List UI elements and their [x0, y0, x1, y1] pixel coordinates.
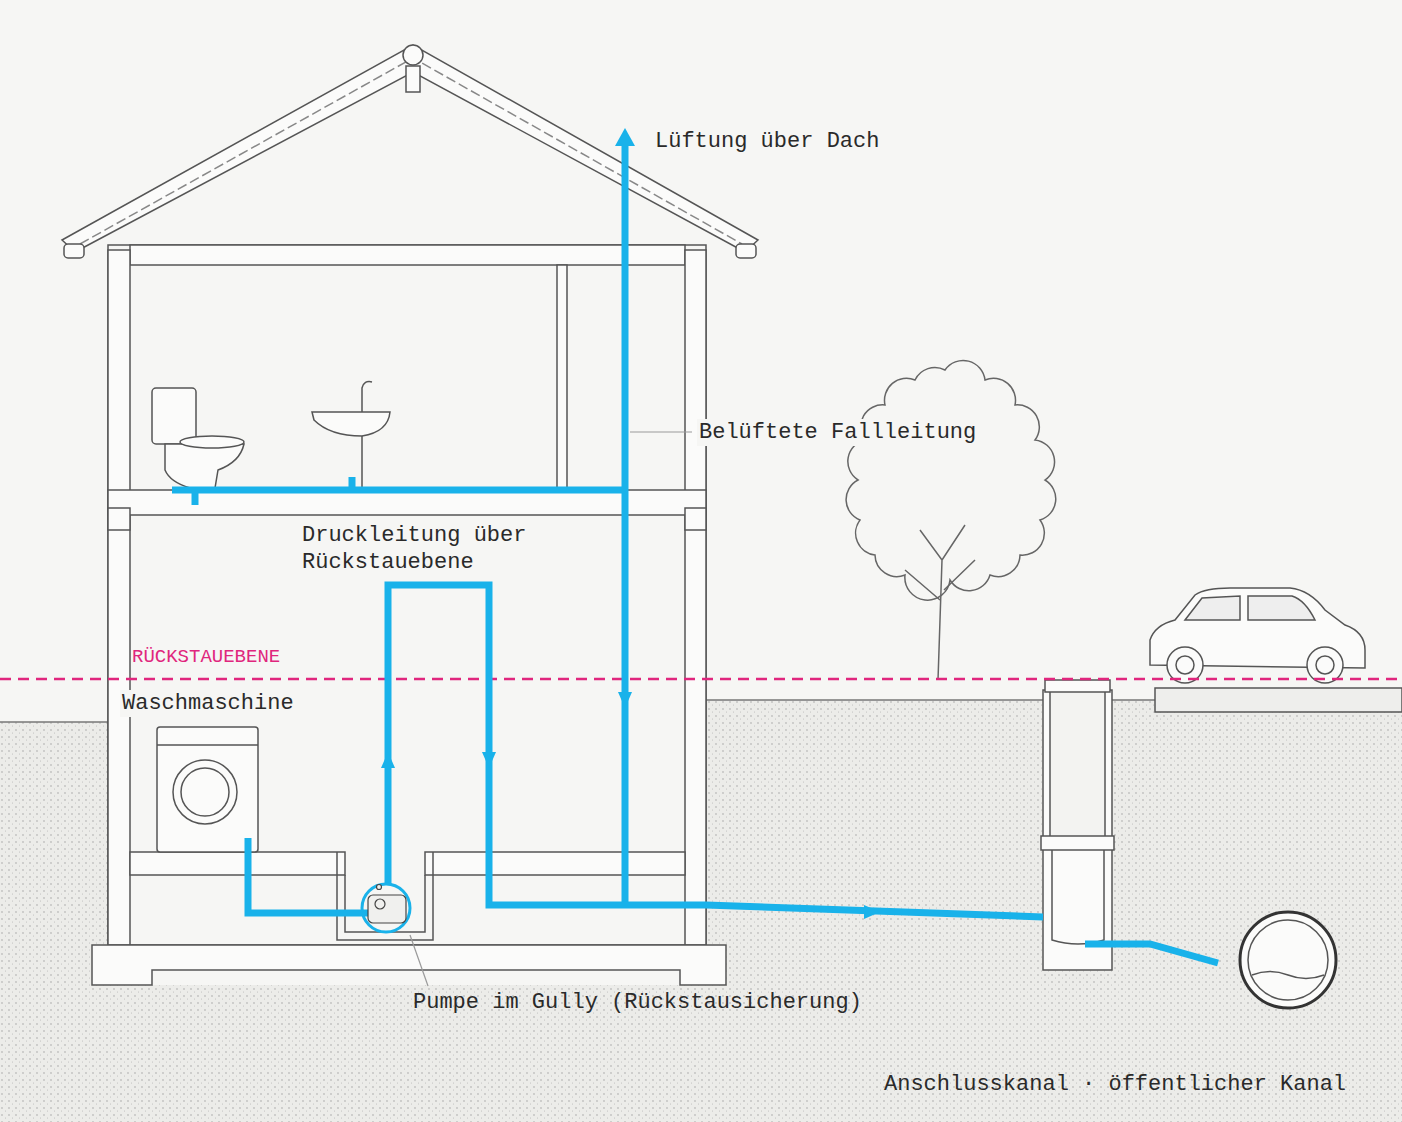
public-sewer	[1240, 912, 1336, 1008]
toilet	[152, 388, 244, 488]
backwater-label: RÜCKSTAUEBENE	[132, 644, 280, 671]
backwater-line	[0, 678, 1402, 681]
pipes	[172, 140, 1218, 963]
shaft	[1041, 680, 1114, 970]
pressure-pipe-label: Druckleitung über Rückstauebene	[300, 522, 554, 576]
leader-lines	[410, 432, 692, 986]
machine-label: Waschmaschine	[120, 690, 296, 717]
washing-machine	[157, 727, 258, 852]
car	[1150, 588, 1402, 712]
sewer-caption: Anschlusskanal · öffentlicher Kanal	[884, 1071, 1346, 1098]
pump-label: Pumpe im Gully (Rückstausicherung)	[413, 989, 862, 1016]
pump	[368, 885, 406, 924]
stack-label: Belüftete Fallleitung	[697, 419, 978, 446]
sink	[312, 382, 390, 490]
house-walls	[92, 245, 726, 985]
vent-label: Lüftung über Dach	[655, 128, 879, 155]
roof	[62, 45, 758, 258]
tree	[846, 360, 1056, 680]
